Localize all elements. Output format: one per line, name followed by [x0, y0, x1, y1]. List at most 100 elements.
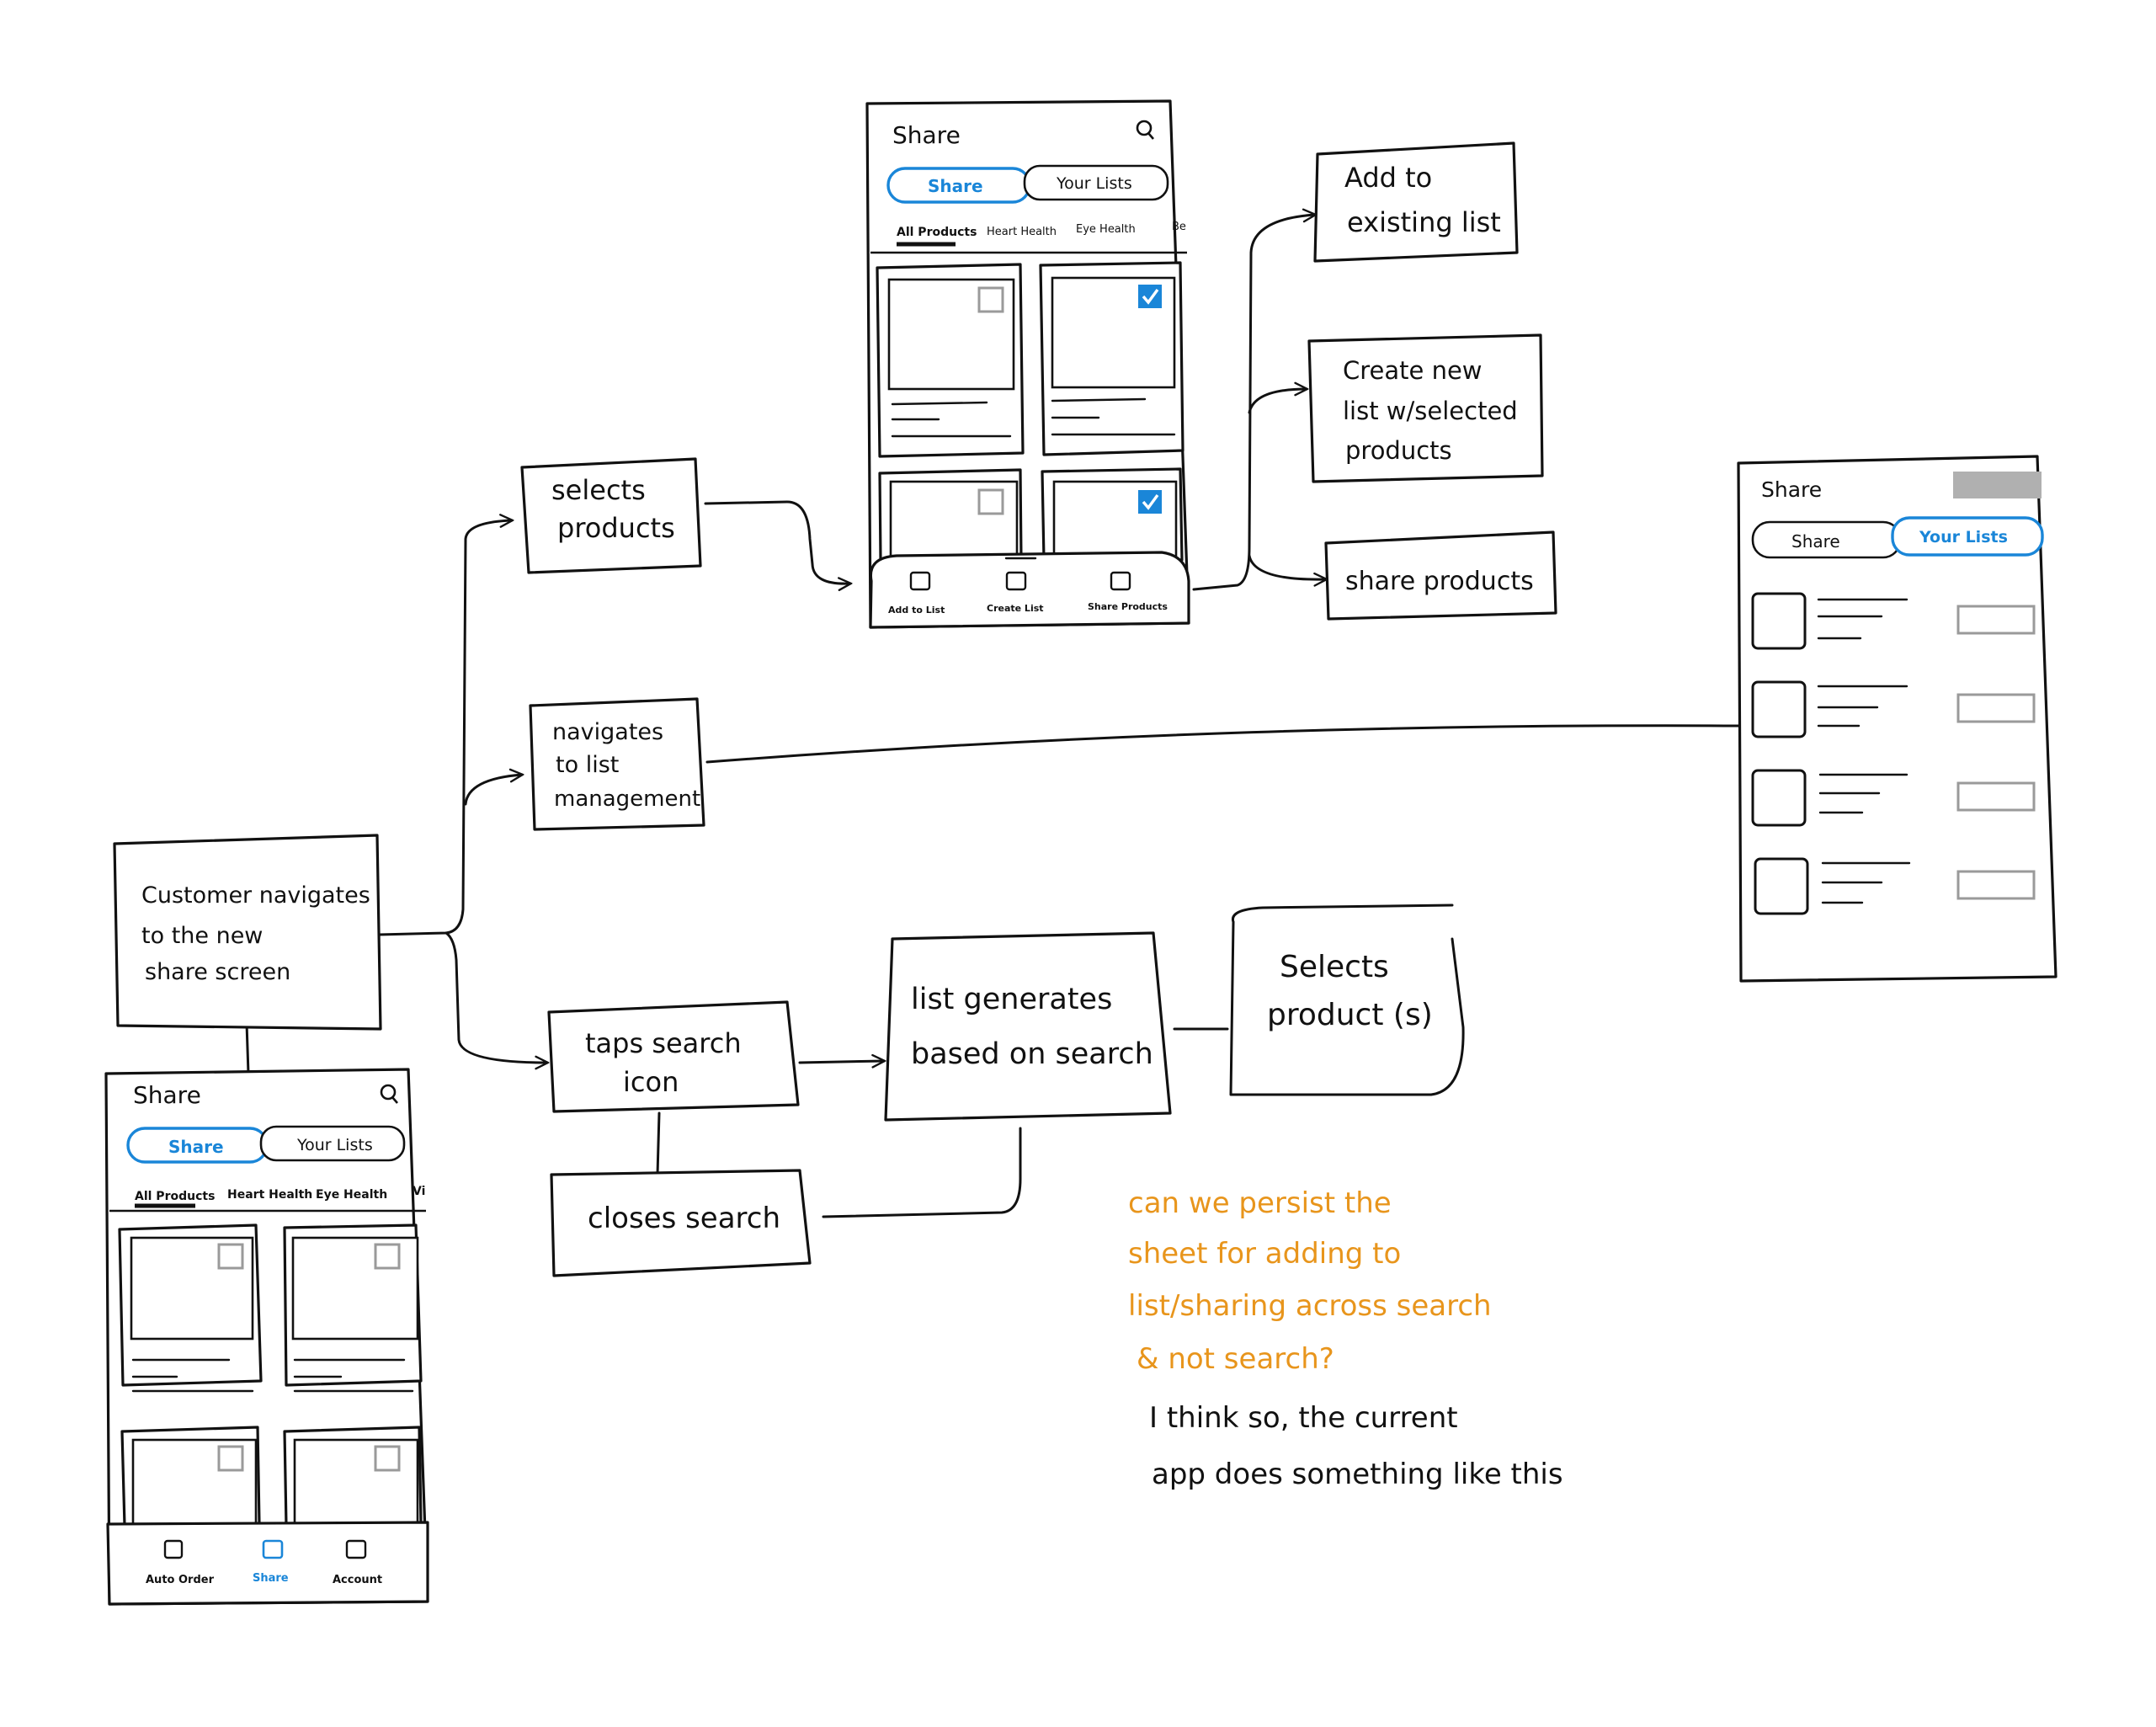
action-sheet: Add to List Create List Share Products — [869, 551, 1190, 629]
node-navigates-list-line-2: to list — [556, 752, 619, 778]
node-start-line-2: to the new — [141, 923, 263, 949]
list-row — [1754, 857, 2036, 915]
category-all: All Products — [135, 1190, 215, 1203]
toggle-your-lists — [259, 1125, 406, 1162]
toggle-your-lists-label: Your Lists — [1919, 528, 2008, 546]
list-action-button — [1956, 870, 2036, 900]
node-start: Customer navigates to the new share scre… — [113, 834, 382, 1031]
toggle-share-label: Share — [168, 1137, 224, 1157]
node-create-new: Create new list w/selected products — [1307, 333, 1544, 483]
placeholder-bar — [1953, 472, 2042, 498]
checkmark-icon — [1142, 288, 1159, 305]
checkbox-checked-icon — [1138, 285, 1162, 308]
node-create-new-line-1: Create new — [1343, 356, 1483, 385]
product-card — [120, 1426, 261, 1527]
mockup-title: Share — [892, 121, 961, 149]
node-selects-products-line-1: selects — [551, 474, 646, 506]
share-icon — [262, 1539, 284, 1559]
list-action-button — [1956, 693, 2036, 723]
node-selects-products: selects products — [520, 457, 702, 574]
node-list-generates: list generates based on search — [884, 931, 1172, 1122]
nav-auto-order: Auto Order — [146, 1574, 215, 1586]
node-create-new-line-3: products — [1345, 436, 1452, 465]
product-card — [1041, 467, 1184, 563]
share-icon — [1110, 571, 1131, 591]
comment-question-line-2: sheet for adding to — [1128, 1237, 1401, 1271]
node-start-line-1: Customer navigates — [141, 882, 370, 909]
checkbox-icon — [217, 1243, 244, 1270]
node-create-new-line-2: list w/selected — [1343, 397, 1518, 425]
node-start-line-3: share screen — [145, 959, 290, 985]
list-action-button — [1956, 781, 2036, 812]
node-add-existing-line-2: existing list — [1347, 206, 1501, 238]
comment-question-line-3: list/sharing across search — [1128, 1289, 1492, 1323]
mockup-your-lists-screen: Share Share Your Lists — [1737, 455, 2058, 983]
node-list-generates-line-1: list generates — [911, 983, 1112, 1016]
toggle-your-lists-label: Your Lists — [296, 1136, 373, 1154]
node-closes-search: closes search — [550, 1169, 812, 1277]
comment-reply: I think so, the current app does somethi… — [1149, 1401, 1563, 1491]
product-card — [283, 1426, 423, 1527]
mockup-share-screen: Share Share Your Lists All Products Hear… — [104, 1068, 429, 1606]
node-closes-search-label: closes search — [588, 1202, 780, 1235]
list-icon — [909, 571, 931, 591]
product-card — [1039, 261, 1184, 456]
list-icon — [1005, 571, 1027, 591]
product-card — [876, 263, 1025, 458]
search-icon — [380, 1084, 398, 1104]
node-add-existing: Add to existing list — [1313, 141, 1519, 263]
toggle-your-lists-label: Your Lists — [1056, 174, 1132, 193]
category-heart: Heart Health — [987, 226, 1057, 238]
node-selects-product-s-line-2: product (s) — [1267, 998, 1433, 1032]
account-icon — [345, 1539, 367, 1559]
node-share-products-label: share products — [1345, 567, 1534, 596]
comment-reply-line-2: app does something like this — [1152, 1458, 1563, 1491]
checkbox-checked-icon — [1138, 490, 1162, 514]
node-taps-search-line-2: icon — [623, 1066, 679, 1098]
category-all: All Products — [897, 226, 977, 239]
comment-reply-line-1: I think so, the current — [1149, 1401, 1458, 1435]
checkbox-icon — [374, 1243, 401, 1270]
toggle-share-label: Share — [928, 176, 983, 196]
product-card — [283, 1223, 423, 1393]
product-card — [878, 468, 1023, 563]
mockup-selection-screen: Share Share Your Lists All Products Hear… — [865, 99, 1190, 629]
node-add-existing-line-1: Add to — [1344, 162, 1432, 194]
sheet-create-list: Create List — [987, 603, 1044, 614]
mockup-title: Share — [133, 1081, 201, 1109]
node-list-generates-line-2: based on search — [911, 1037, 1153, 1071]
node-navigates-list-line-1: navigates — [552, 719, 663, 745]
checkbox-icon — [977, 488, 1004, 515]
search-icon — [1136, 120, 1154, 140]
list-action-button — [1956, 605, 2036, 635]
node-share-products: share products — [1324, 530, 1557, 621]
node-selects-products-line-2: products — [557, 512, 675, 544]
category-eye: Eye Health — [1076, 223, 1136, 236]
connectors — [245, 215, 1740, 1218]
node-selects-product-s-line-1: Selects — [1280, 950, 1389, 984]
product-card — [118, 1223, 263, 1393]
node-taps-search-line-1: taps search — [585, 1027, 742, 1059]
checkbox-icon — [374, 1445, 401, 1472]
node-selects-product-s: Selects product (s) — [1229, 903, 1465, 1096]
node-navigates-list: navigates to list management — [529, 697, 705, 831]
list-row — [1751, 769, 2036, 827]
category-more: Vi — [413, 1185, 425, 1198]
list-row — [1751, 592, 2036, 650]
category-eye: Eye Health — [316, 1188, 387, 1202]
comment-question-line-4: & not search? — [1137, 1342, 1334, 1376]
node-navigates-list-line-3: management — [554, 786, 700, 812]
checkbox-icon — [977, 286, 1004, 313]
node-taps-search: taps search icon — [547, 1000, 800, 1113]
checkmark-icon — [1142, 493, 1159, 510]
sheet-add-to-list: Add to List — [888, 605, 945, 616]
comment-question: can we persist the sheet for adding to l… — [1128, 1186, 1492, 1376]
toggle-share-label: Share — [1791, 531, 1840, 552]
sheet-share-products: Share Products — [1088, 601, 1168, 612]
nav-account: Account — [333, 1574, 382, 1586]
checkbox-icon — [217, 1445, 244, 1472]
auto-order-icon — [163, 1539, 184, 1559]
comment-question-line-1: can we persist the — [1128, 1186, 1392, 1220]
category-heart: Heart Health — [227, 1188, 312, 1202]
list-row — [1751, 680, 2036, 738]
